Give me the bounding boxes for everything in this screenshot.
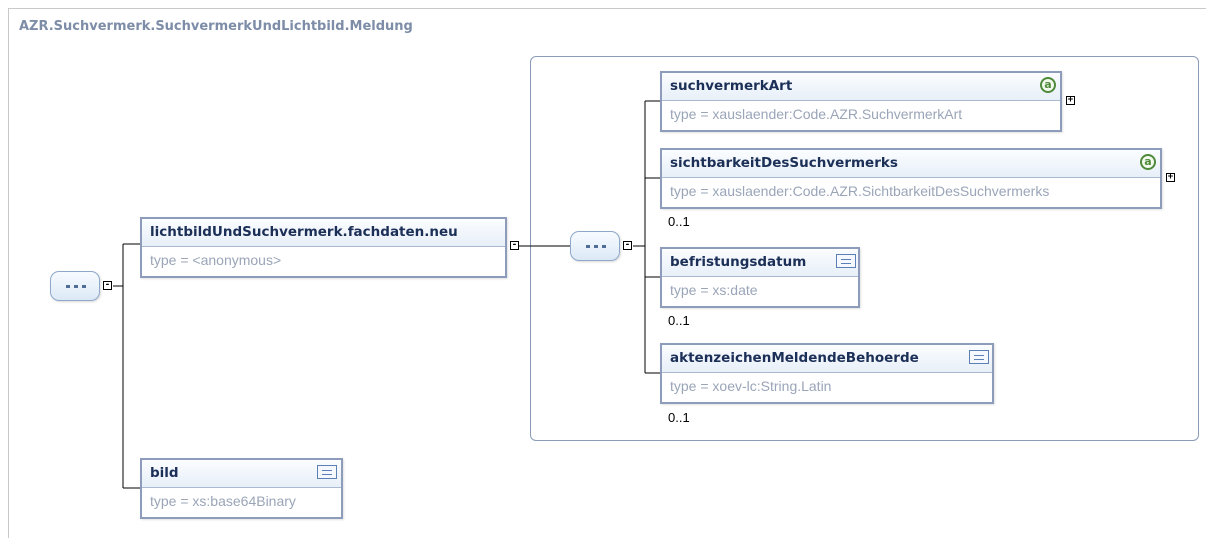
element-suchvermerkArt[interactable]: suchvermerkArt a type = xauslaender:Code… [660,71,1062,132]
element-befristungsdatum[interactable]: befristungsdatum type = xs:date [660,247,860,308]
attribute-icon: a [1140,154,1156,170]
documentation-icon [317,465,337,479]
element-name: lichtbildUndSuchvermerk.fachdaten.neu [150,224,458,240]
cardinality-label: 0..1 [668,214,690,229]
cardinality-label: 0..1 [668,410,690,425]
expand-toggle-sichtbarkeit[interactable]: + [1166,172,1175,182]
collapse-toggle-root[interactable]: - [103,280,112,290]
attribute-icon: a [1040,77,1056,93]
element-name: befristungsdatum [670,254,807,270]
element-sichtbarkeitDesSuchvermerks[interactable]: sichtbarkeitDesSuchvermerks a type = xau… [660,148,1162,209]
element-type: type = xoev-lc:String.Latin [670,378,832,394]
element-type: type = xs:date [670,282,758,298]
element-name: aktenzeichenMeldendeBehoerde [670,350,919,366]
documentation-icon [836,254,856,268]
diagram-frame [8,8,1206,538]
element-lichtbildUndSuchvermerk[interactable]: lichtbildUndSuchvermerk.fachdaten.neu ty… [140,217,507,278]
sequence-compositor-icon[interactable] [50,271,100,301]
expand-toggle-suchvermerkArt[interactable]: + [1066,95,1075,105]
element-name: sichtbarkeitDesSuchvermerks [670,155,898,171]
element-bild[interactable]: bild type = xs:base64Binary [140,458,343,519]
element-name: suchvermerkArt [670,78,793,94]
sequence-compositor-icon[interactable] [570,231,620,261]
diagram-title: AZR.Suchvermerk.SuchvermerkUndLichtbild.… [19,19,413,34]
element-type: type = xs:base64Binary [150,493,296,509]
collapse-toggle-lichtbild[interactable]: - [510,240,519,250]
element-type: type = xauslaender:Code.AZR.SuchvermerkA… [670,106,963,122]
element-aktenzeichenMeldendeBehoerde[interactable]: aktenzeichenMeldendeBehoerde type = xoev… [660,343,994,404]
element-name: bild [150,465,179,481]
collapse-toggle-sequence[interactable]: - [623,240,632,250]
element-type: type = xauslaender:Code.AZR.Sichtbarkeit… [670,183,1050,199]
documentation-icon [969,350,989,364]
element-type: type = <anonymous> [150,252,282,268]
cardinality-label: 0..1 [668,313,690,328]
